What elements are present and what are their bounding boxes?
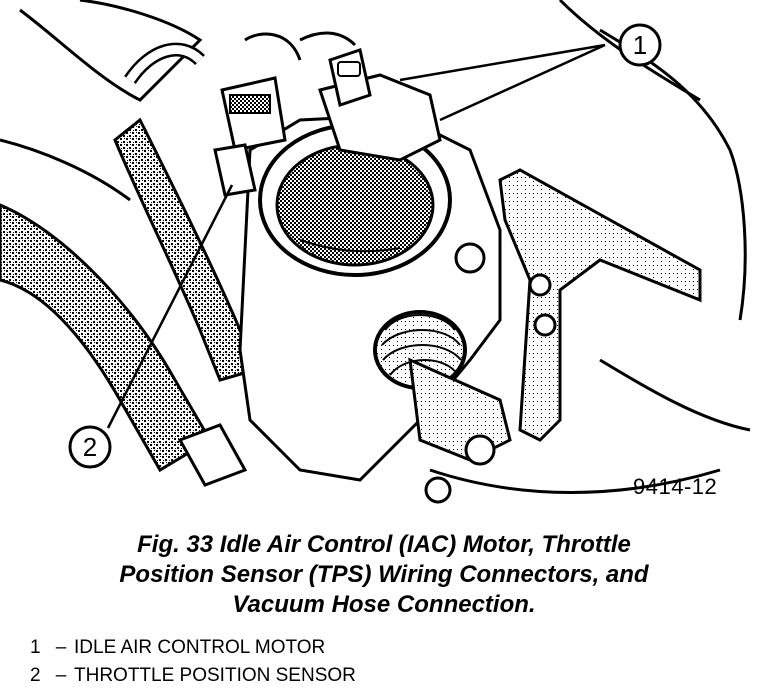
throttle-pulley (373, 310, 512, 466)
mounting-bracket (498, 168, 702, 442)
callout-1-number: 1 (633, 30, 647, 60)
caption-line-3: Vacuum Hose Connection. (232, 591, 536, 618)
legend-separator: – (55, 665, 67, 686)
callout-2-number: 2 (83, 432, 97, 462)
legend-number: 1 (30, 637, 41, 658)
caption-line-1: Fig. 33 Idle Air Control (IAC) Motor, Th… (137, 531, 631, 558)
legend-item: 2–THROTTLE POSITION SENSOR (30, 662, 356, 690)
legend-item: 1–IDLE AIR CONTROL MOTOR (30, 634, 356, 662)
caption-line-2: Position Sensor (TPS) Wiring Connectors,… (119, 561, 649, 588)
legend: 1–IDLE AIR CONTROL MOTOR 2–THROTTLE POSI… (30, 634, 356, 690)
throttle-body-illustration: 1 2 (0, 0, 751, 504)
engine-background (0, 0, 751, 494)
hose-fitting (177, 423, 248, 487)
legend-label: IDLE AIR CONTROL MOTOR (74, 637, 326, 658)
legend-number: 2 (30, 665, 41, 686)
legend-label: THROTTLE POSITION SENSOR (74, 665, 356, 686)
legend-separator: – (55, 637, 67, 658)
vacuum-hose (113, 117, 257, 382)
callout-1: 1 (618, 23, 662, 67)
figure-id: 9414-12 (633, 474, 718, 499)
callout-2: 2 (68, 425, 112, 469)
figure-caption: Fig. 33 Idle Air Control (IAC) Motor, Th… (0, 530, 768, 620)
